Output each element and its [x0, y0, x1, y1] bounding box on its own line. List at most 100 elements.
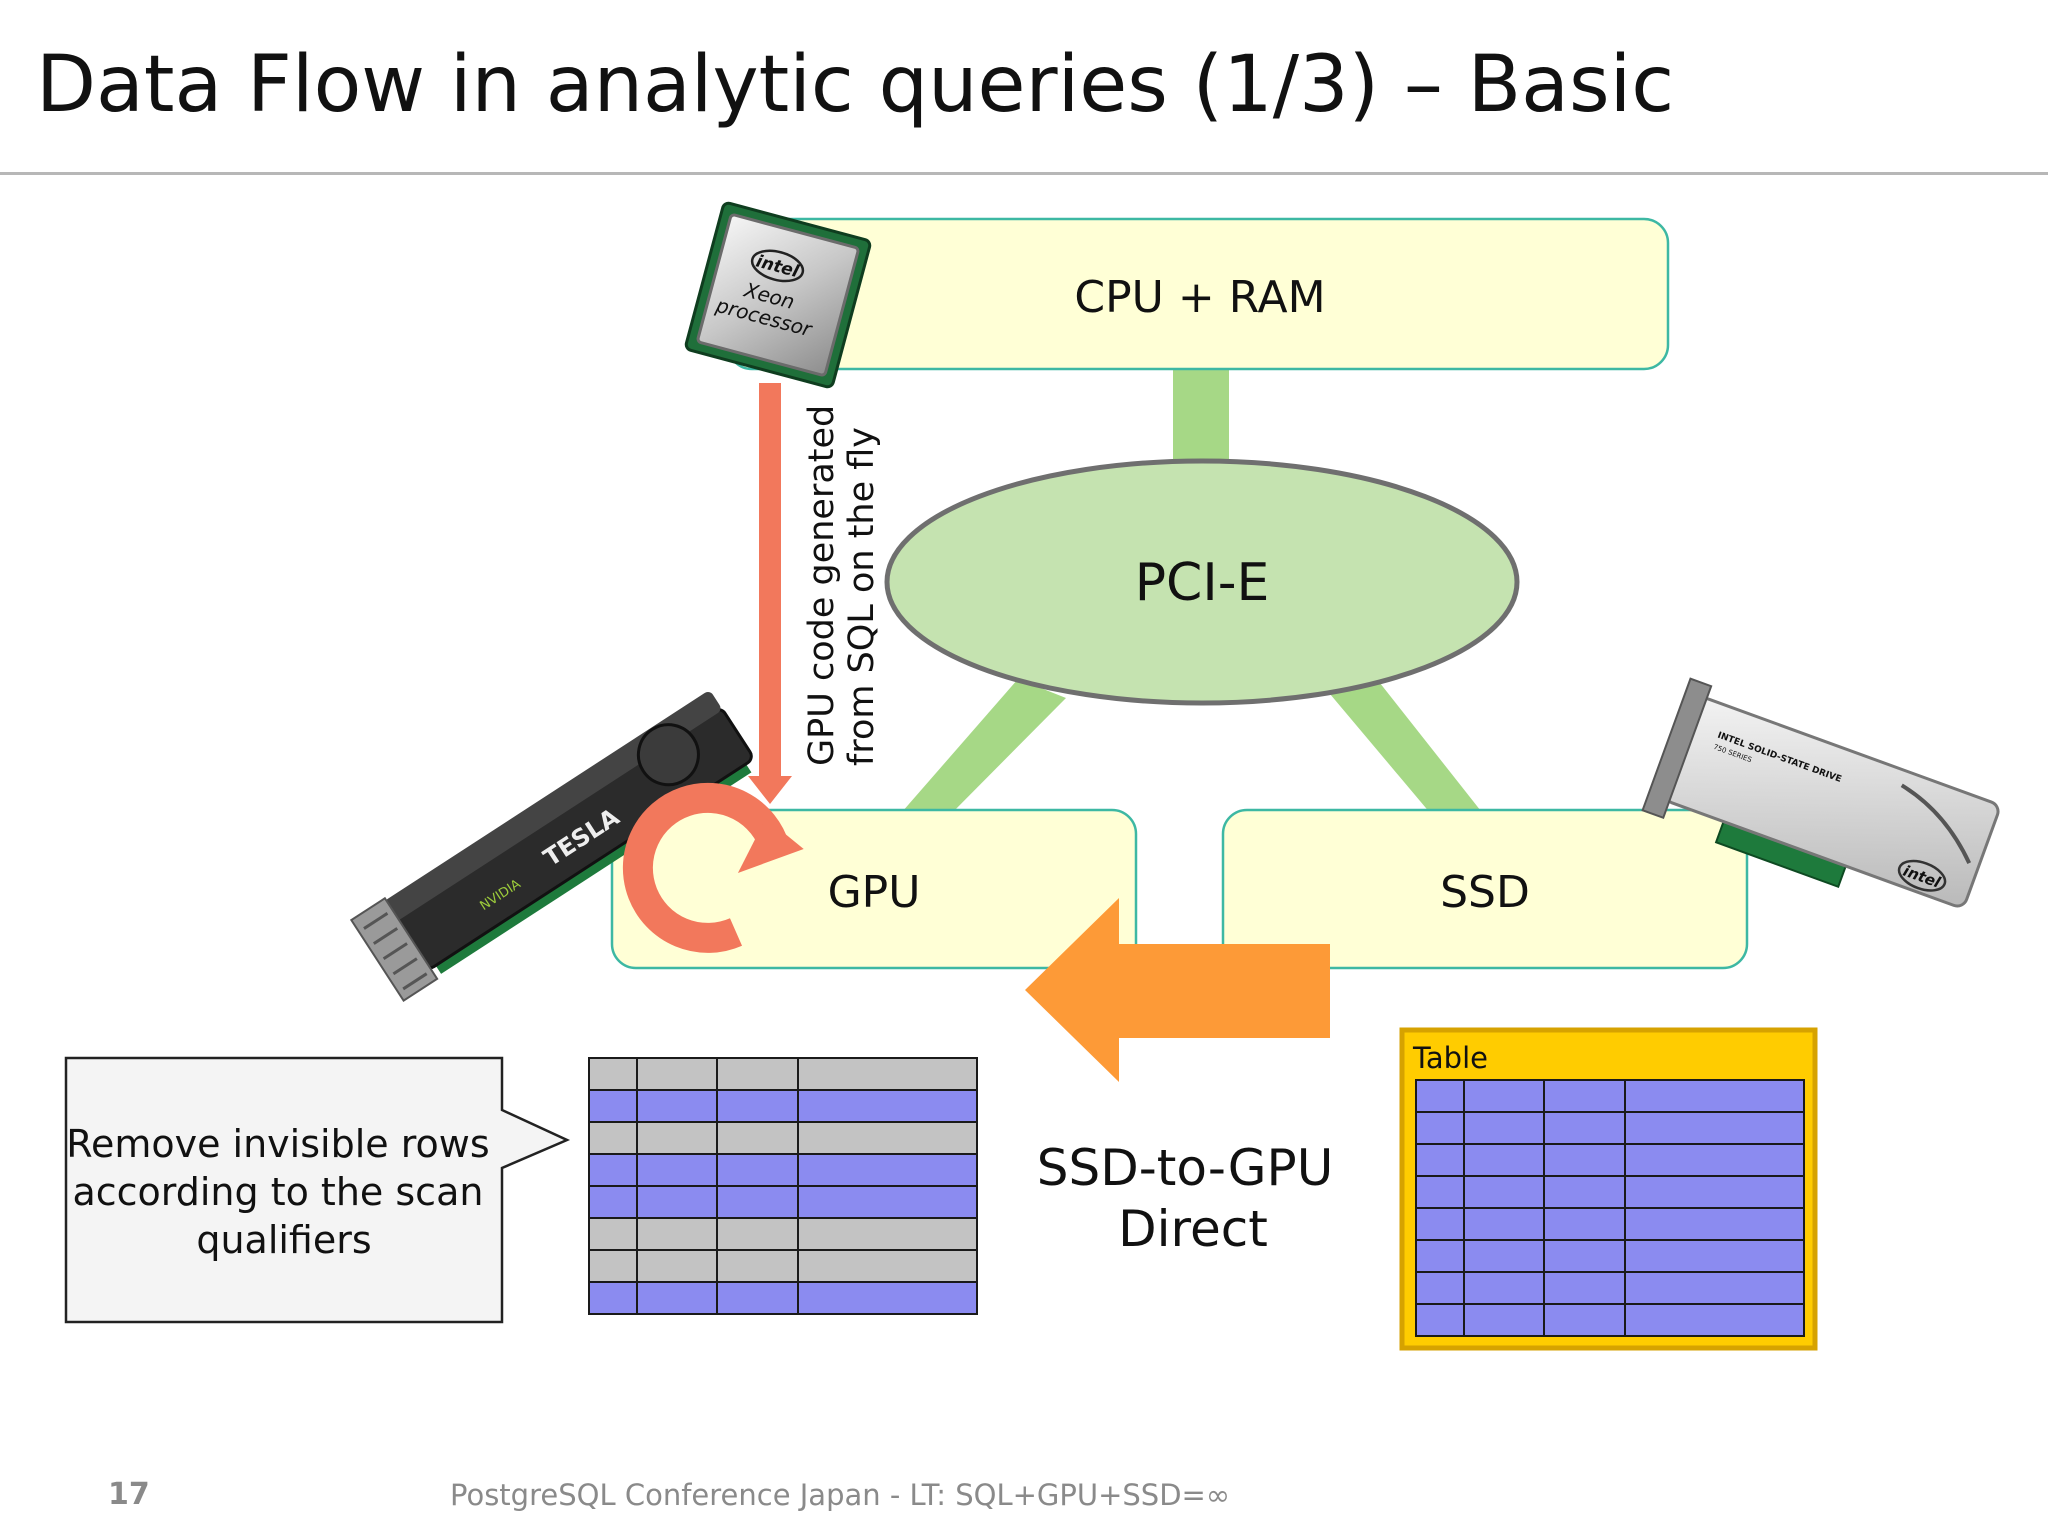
- filtered-table-row: [588, 1057, 978, 1091]
- table-cell: [1624, 1175, 1805, 1209]
- table-cell: [797, 1153, 978, 1187]
- table-cell: [1624, 1207, 1805, 1241]
- table-cell: [1543, 1175, 1626, 1209]
- gpu-code-arrow-head: [748, 776, 792, 804]
- table-cell: [1415, 1175, 1465, 1209]
- pcie-ellipse: [884, 458, 1520, 706]
- table-cell: [1415, 1303, 1465, 1337]
- source-table-row: [1415, 1271, 1805, 1305]
- ssd-card-icon: INTEL SOLID-STATE DRIVE 750 SERIES intel: [1641, 677, 2000, 908]
- filtered-table-row: [588, 1249, 978, 1283]
- table-cell: [716, 1281, 799, 1315]
- direct-label-line1: SSD-to-GPU: [1037, 1139, 1334, 1197]
- filtered-table-row: [588, 1121, 978, 1155]
- table-cell: [797, 1249, 978, 1283]
- filtered-table: [588, 1057, 978, 1315]
- table-cell: [588, 1217, 638, 1251]
- direct-label: SSD-to-GPU Direct: [1037, 1139, 1349, 1258]
- bus-cpu-pcie: [1173, 368, 1229, 464]
- table-cell: [1415, 1207, 1465, 1241]
- pcie-label: PCI-E: [1135, 553, 1270, 613]
- table-cell: [636, 1057, 718, 1091]
- page-title: Data Flow in analytic queries (1/3) – Ba…: [36, 40, 1675, 130]
- table-cell: [716, 1249, 799, 1283]
- gpu-code-label: GPU code generated from SQL on the fly: [802, 394, 882, 766]
- gpu-box: [610, 808, 1138, 970]
- table-cell: [636, 1185, 718, 1219]
- table-cell: [1415, 1079, 1465, 1113]
- table-cell: [1624, 1303, 1805, 1337]
- callout-box: [64, 1056, 571, 1324]
- table-cell: [1463, 1079, 1545, 1113]
- table-cell: [588, 1185, 638, 1219]
- table-cell: [588, 1153, 638, 1187]
- table-cell: [588, 1249, 638, 1283]
- table-cell: [1624, 1271, 1805, 1305]
- table-cell: [1624, 1239, 1805, 1273]
- filtered-table-row: [588, 1281, 978, 1315]
- table-cell: [588, 1057, 638, 1091]
- table-cell: [1624, 1079, 1805, 1113]
- table-cell: [636, 1121, 718, 1155]
- table-cell: [588, 1281, 638, 1315]
- table-cell: [636, 1249, 718, 1283]
- table-cell: [797, 1057, 978, 1091]
- table-cell: [1463, 1239, 1545, 1273]
- page-number: 17: [108, 1477, 150, 1512]
- gpu-code-label-line2: from SQL on the fly: [842, 427, 882, 766]
- table-cell: [636, 1217, 718, 1251]
- gpu-cycle-icon: [622, 782, 804, 953]
- table-cell: [636, 1153, 718, 1187]
- table-cell: [1463, 1143, 1545, 1177]
- table-cell: [1543, 1303, 1626, 1337]
- ssd-label: SSD: [1440, 867, 1530, 918]
- table-cell: [797, 1217, 978, 1251]
- source-table-row: [1415, 1111, 1805, 1145]
- filtered-table-row: [588, 1153, 978, 1187]
- table-cell: [1463, 1175, 1545, 1209]
- table-cell: [1415, 1111, 1465, 1145]
- table-cell: [716, 1185, 799, 1219]
- table-cell: [1543, 1111, 1626, 1145]
- table-cell: [1543, 1271, 1626, 1305]
- table-cell: [716, 1089, 799, 1123]
- gpu-code-arrow-shaft: [759, 383, 781, 778]
- table-cell: [716, 1217, 799, 1251]
- table-cell: [716, 1121, 799, 1155]
- table-cell: [1415, 1271, 1465, 1305]
- gpu-label: GPU: [828, 867, 921, 918]
- table-cell: [797, 1089, 978, 1123]
- table-cell: [1624, 1143, 1805, 1177]
- table-cell: [1543, 1079, 1626, 1113]
- ssd-to-gpu-arrow: [1025, 898, 1330, 1082]
- table-cell: [1415, 1143, 1465, 1177]
- callout-line3: qualifiers: [196, 1218, 371, 1262]
- table-cell: [797, 1185, 978, 1219]
- table-cell: [588, 1089, 638, 1123]
- table-cell: [1463, 1303, 1545, 1337]
- filtered-table-row: [588, 1089, 978, 1123]
- table-cell: [636, 1281, 718, 1315]
- table-cell: [636, 1089, 718, 1123]
- filtered-table-row: [588, 1185, 978, 1219]
- source-table-row: [1415, 1143, 1805, 1177]
- source-table-row: [1415, 1303, 1805, 1337]
- cpu-ram-label: CPU + RAM: [1074, 272, 1325, 323]
- source-table: [1415, 1079, 1805, 1337]
- callout-text: Remove invisible rows according to the s…: [66, 1122, 501, 1262]
- source-table-title: Table: [1412, 1041, 1488, 1075]
- table-cell: [1543, 1207, 1626, 1241]
- footer-text: PostgreSQL Conference Japan - LT: SQL+GP…: [450, 1478, 1230, 1512]
- filtered-table-row: [588, 1217, 978, 1251]
- table-cell: [1415, 1239, 1465, 1273]
- source-table-row: [1415, 1079, 1805, 1113]
- direct-label-line2: Direct: [1118, 1200, 1268, 1258]
- cpu-chip-icon: intel Xeon processor: [684, 201, 872, 389]
- table-cell: [1624, 1111, 1805, 1145]
- bus-pcie-ssd: [1330, 678, 1488, 820]
- table-cell: [797, 1281, 978, 1315]
- table-cell: [1543, 1143, 1626, 1177]
- source-table-row: [1415, 1239, 1805, 1273]
